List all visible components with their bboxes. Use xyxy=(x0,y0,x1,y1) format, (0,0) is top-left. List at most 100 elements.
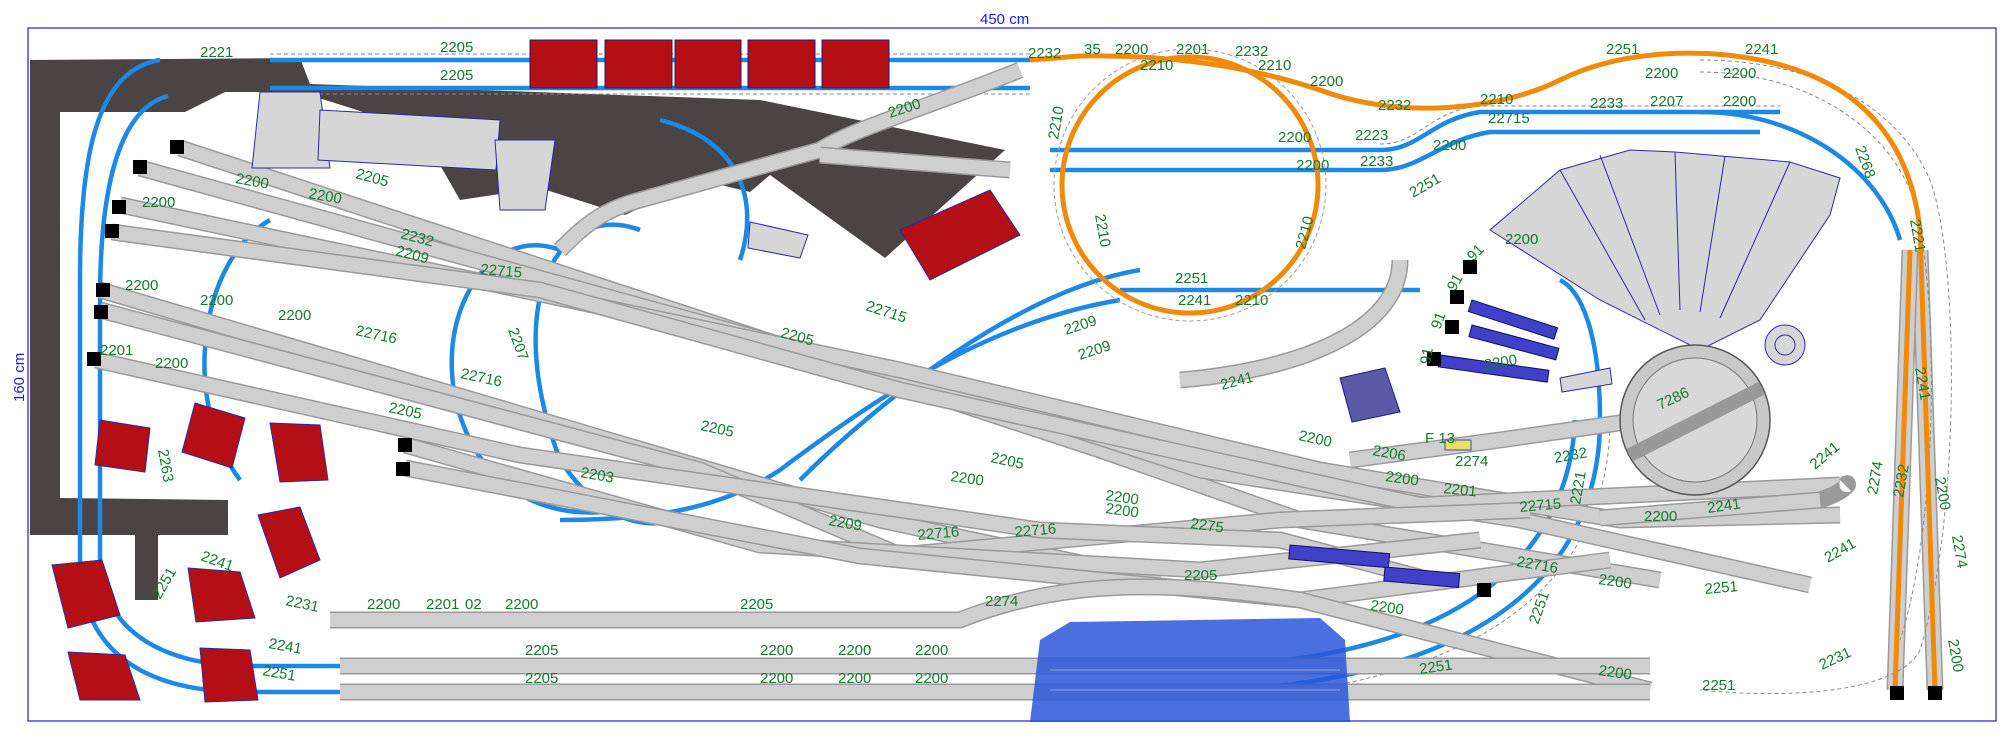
track-label: 2232 xyxy=(1028,45,1061,62)
track-label: 2200 xyxy=(367,596,400,613)
orange-helix xyxy=(1029,48,1938,691)
track-label: 2233 xyxy=(1590,95,1623,112)
bumper-icon xyxy=(87,140,1942,700)
track-label: 2251 xyxy=(1606,41,1639,58)
track-label: 2200 xyxy=(1310,73,1343,90)
track-label: 2232 xyxy=(1235,43,1268,60)
track-label: 2200 xyxy=(1644,508,1677,525)
track-label: 2200 xyxy=(125,277,158,294)
shed-icon xyxy=(747,221,809,259)
track-label: 2241 xyxy=(1706,495,1741,516)
track-label: 2200 xyxy=(155,355,188,372)
track-label: 2231 xyxy=(284,592,320,616)
track-label: 2251 xyxy=(1702,677,1735,694)
track-label: 2200 xyxy=(760,642,793,659)
track-label: 2200 xyxy=(760,670,793,687)
track-label: 2200 xyxy=(838,642,871,659)
track-label: 2210 xyxy=(1235,292,1268,309)
track-label: 2251 xyxy=(1704,578,1739,598)
track-label: 2200 xyxy=(1597,662,1632,683)
house-icon xyxy=(51,189,1021,703)
track-label: 22715 xyxy=(1488,110,1530,127)
track-label: 2251 xyxy=(1418,656,1453,677)
track-label: 2205 xyxy=(1184,567,1217,584)
track-label: 2209 xyxy=(827,512,863,535)
track-label: 22716 xyxy=(1014,520,1057,541)
track-label: 2200 xyxy=(1505,231,1538,248)
track-label: 2200 xyxy=(307,185,343,208)
track-label: 2210 xyxy=(1480,91,1513,108)
water-tower-icon xyxy=(1764,324,1806,366)
track-label: 2206 xyxy=(1371,442,1407,465)
track-label: 22715 xyxy=(480,261,523,282)
track-label: 02 xyxy=(465,596,482,613)
track-label: 2251 xyxy=(1175,270,1208,287)
track-label: 91 xyxy=(1428,310,1450,331)
track-label: 2205 xyxy=(699,417,735,441)
width-dimension-label: 450 cm xyxy=(980,11,1029,28)
lake-ripple xyxy=(1050,669,1340,691)
track-label: 2201 xyxy=(1176,41,1209,58)
track-label: 2200 xyxy=(1384,468,1419,489)
height-dimension-label: 160 cm xyxy=(11,353,28,402)
turntable-icon[interactable] xyxy=(1619,344,1771,496)
track-label: 22716 xyxy=(917,523,960,544)
track-label: 2241 xyxy=(267,635,303,658)
track-label: 2205 xyxy=(440,39,473,56)
track-label: 2232 xyxy=(1890,463,1913,499)
track-label: 2210 xyxy=(1045,105,1068,141)
track-label: 2274 xyxy=(1948,534,1971,570)
track-label: 2200 xyxy=(505,596,538,613)
track-label: 2201 xyxy=(100,342,133,359)
track-label: 2200 xyxy=(1296,157,1329,174)
track-label: 2200 xyxy=(1104,500,1139,521)
track-label: 2274 xyxy=(985,593,1018,610)
station-building-icon xyxy=(251,91,556,211)
track-label: 2200 xyxy=(1369,597,1404,618)
track-label: 2241 xyxy=(1745,41,1778,58)
track-label: 2205 xyxy=(740,596,773,613)
track-label: 2205 xyxy=(525,642,558,659)
track-label: 2200 xyxy=(1297,427,1333,451)
track-label: 22715 xyxy=(1519,495,1562,516)
track-label: 2205 xyxy=(387,399,423,423)
track-label: 2200 xyxy=(949,468,984,489)
track-label: 2221 xyxy=(200,44,233,61)
shed-icon-2 xyxy=(1559,367,1613,393)
track-label: 2200 xyxy=(1278,129,1311,146)
track-label: 2275 xyxy=(1189,515,1224,536)
track-label: 2210 xyxy=(1258,57,1291,74)
track-label: 2200 xyxy=(234,170,270,193)
signal-label: F 13 xyxy=(1425,430,1455,447)
track-label: 2200 xyxy=(278,307,311,324)
track-label: 2232 xyxy=(1378,97,1411,114)
track-label: 2205 xyxy=(525,670,558,687)
track-label: 2200 xyxy=(915,670,948,687)
track-label: 2207 xyxy=(1650,93,1683,110)
track-label: 2241 xyxy=(1911,366,1934,402)
track-label: 2200 xyxy=(1597,571,1632,592)
track-label: 2210 xyxy=(1091,213,1114,249)
track-label: 91 xyxy=(1417,346,1437,365)
track-label: 2221 xyxy=(1906,218,1929,254)
track-label: 2201 xyxy=(1443,480,1478,500)
track-label: 2200 xyxy=(142,194,175,211)
track-label: 2205 xyxy=(440,67,473,84)
track-label: 2221 xyxy=(1567,470,1590,506)
track-label: 2200 xyxy=(1104,487,1139,508)
track-label: 2274 xyxy=(1455,453,1488,470)
track-label: 2200 xyxy=(200,292,233,309)
freight-wagon-icon xyxy=(529,39,890,89)
track-label: 2200 xyxy=(1645,65,1678,82)
track-label: 91 xyxy=(1444,271,1467,294)
track-label: 2200 xyxy=(1483,351,1519,374)
track-label: 2210 xyxy=(1140,57,1173,74)
track-label: 22716 xyxy=(1515,553,1559,577)
track-label: 35 xyxy=(1084,41,1101,58)
track-label: 2232 xyxy=(1553,444,1589,467)
track-label: 2200 xyxy=(1931,476,1954,512)
track-label: 2200 xyxy=(838,670,871,687)
track-label: 2251 xyxy=(261,662,297,685)
track-label: 2200 xyxy=(915,642,948,659)
